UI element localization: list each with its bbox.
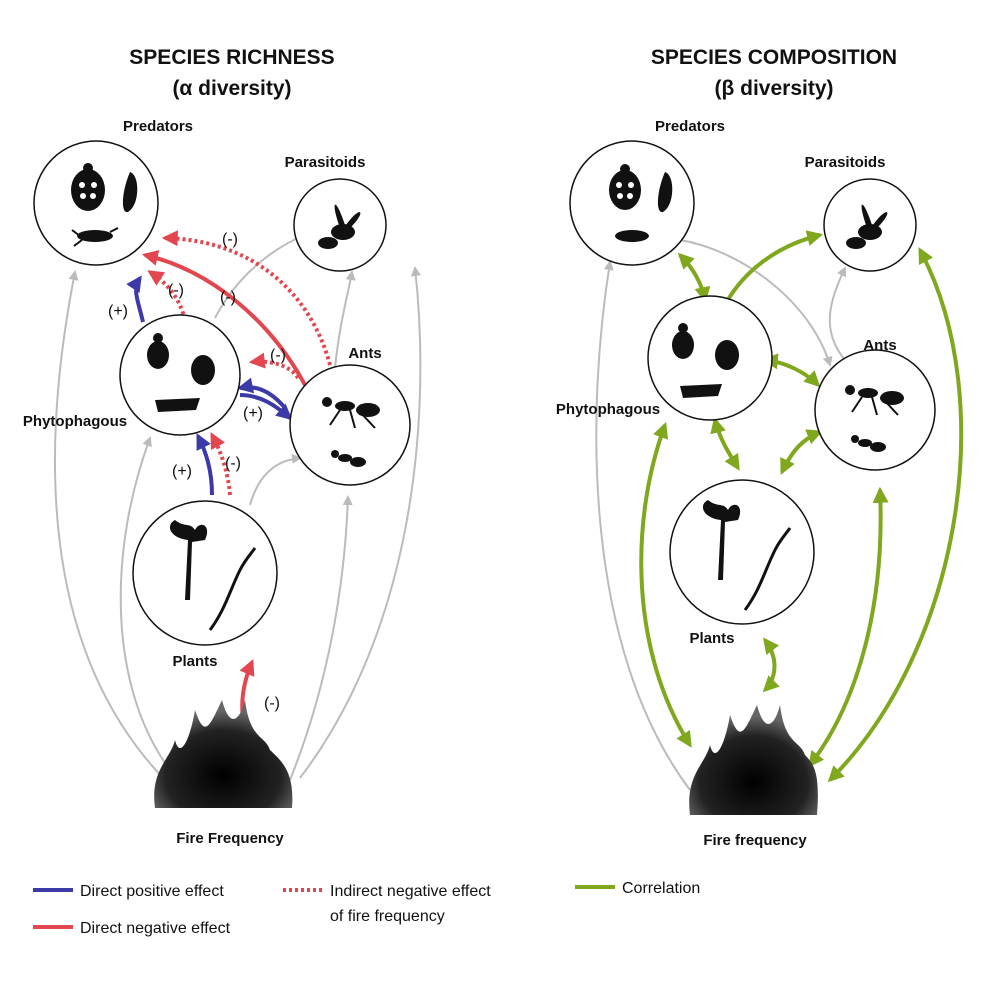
label-ants: Ants [863,337,896,354]
arrow-fire-to-ants [289,495,353,781]
ladybird-icon [71,163,105,211]
node-predators [569,140,695,266]
arrow-ants-to-parasitoids [334,270,356,369]
label-phytophagous: Phytophagous [556,401,660,418]
arrow-plants-to-phyto-positive [196,433,214,496]
panel-species-richness: SPECIES RICHNESS (α diversity) [23,46,422,847]
node-phytophagous [119,314,241,436]
sign-ants-to-predators-direct: (-) [220,289,236,306]
arrow-ants-to-parasitoids [828,266,847,361]
label-plants: Plants [172,653,217,670]
leafhopper-icon [155,398,200,412]
sign-phyto-to-ants: (+) [243,405,263,422]
effect-signs: (+) (-) (-) (-) (-) (+) (+) (-) (-) [108,231,286,712]
correlation-ants-plants [780,429,823,475]
correlation-predators-phytophagous [677,252,711,304]
bug-icon [191,355,215,385]
arrow-fire-to-predators [54,270,166,781]
correlation-ants-fire [808,486,889,768]
ladybird-icon [609,164,641,210]
ant-icon [322,397,380,429]
node-phytophagous [647,295,773,421]
panel-title: SPECIES RICHNESS [129,46,334,69]
slug-icon [657,172,673,213]
sign-plants-to-phyto-indirect: (-) [225,455,241,472]
arrow-plants-to-ants [249,453,302,506]
label-parasitoids: Parasitoids [285,154,366,171]
node-plants [132,500,278,646]
wasp-icon [846,204,888,249]
ant-icon [331,450,366,467]
indirect-negative-arrows [147,230,332,496]
label-plants: Plants [689,630,734,647]
arrow-ants-to-phyto-indirect [248,352,300,380]
plant-icon [169,520,208,600]
arrow-ants-to-predators-negative [141,250,307,386]
slug-icon [122,172,138,213]
arrow-fire-to-phytophagous [119,436,179,781]
bug-icon [715,340,739,370]
label-predators: Predators [655,118,725,135]
fire-icon [689,705,818,815]
larva-icon [71,227,119,247]
node-plants [669,479,815,625]
panel-title: SPECIES COMPOSITION [651,46,897,69]
arrow-phyto-to-predators-indirect [147,270,187,321]
node-ants [289,364,411,486]
node-predators [33,140,159,266]
vine-icon [208,547,257,631]
neutral-arrows [54,233,422,781]
label-phytophagous: Phytophagous [23,413,127,430]
correlation-phytophagous-ants [761,353,821,388]
fire-icon [154,700,293,808]
correlation-phytophagous-plants [710,416,740,471]
arrow-phyto-to-predators-positive [126,275,145,323]
legend: Direct positive effect Direct negative e… [33,880,700,937]
label-predators: Predators [123,118,193,135]
sign-phyto-to-predators-indirect: (-) [168,282,184,299]
sign-phyto-to-predators: (+) [108,303,128,320]
arrow-phyto-to-ants-positive [239,393,293,421]
wasp-icon [318,204,361,249]
label-ants: Ants [348,345,381,362]
sign-plants-to-phyto: (+) [172,463,192,480]
plant-icon [702,500,741,580]
label-fire: Fire frequency [703,832,807,849]
direct-positive-arrows [126,275,293,496]
legend-item-indirect-negative: Indirect negative effect of fire frequen… [283,883,491,925]
panel-species-composition: SPECIES COMPOSITION (β diversity) [556,46,964,849]
node-parasitoids [823,178,917,272]
legend-item-correlation: Correlation [575,880,700,897]
leafhopper-icon [680,384,722,398]
arrow-fire-to-predators [595,260,691,791]
larva-icon [615,230,649,242]
sign-ants-to-phyto-indirect: (-) [270,347,286,364]
sign-ants-to-predators-indirect: (-) [222,231,238,248]
label-parasitoids: Parasitoids [805,154,886,171]
legend-item-direct-positive: Direct positive effect [33,883,224,900]
correlation-plants-fire [762,637,780,693]
legend-label: Direct positive effect [80,883,224,900]
arrow-ants-to-predators-indirect [161,230,332,366]
correlation-parasitoids-fire [827,247,964,783]
beetle-icon [672,323,694,359]
ant-icon [851,435,886,452]
panel-subtitle: (α diversity) [172,77,291,100]
sign-fire-to-plants: (-) [264,695,280,712]
legend-item-direct-negative: Direct negative effect [33,920,231,937]
label-fire: Fire Frequency [176,830,284,847]
arrow-fire-to-parasitoids [299,266,422,779]
ant-icon [845,385,904,416]
node-parasitoids [293,178,387,272]
vine-icon [743,527,792,611]
legend-label: Correlation [622,880,700,897]
panel-subtitle: (β diversity) [714,77,833,100]
legend-label: Direct negative effect [80,920,231,937]
node-ants [814,349,936,471]
legend-label: Indirect negative effect [330,883,491,900]
legend-label: of fire frequency [330,908,445,925]
correlation-phytophagous-fire [639,421,692,748]
beetle-icon [147,333,169,369]
